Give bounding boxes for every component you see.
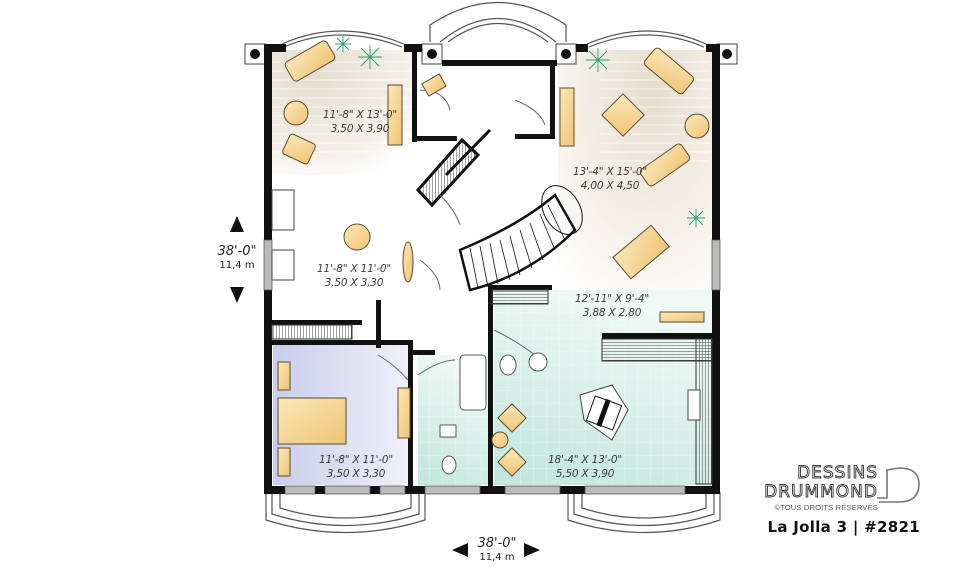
bench — [402, 241, 414, 283]
columns — [244, 43, 738, 65]
horizontal-dimension: 38'-0" 11,4 m — [462, 536, 532, 564]
room-label-family-right: 13'-4" X 15'-0" 4,00 X 4,50 — [560, 165, 660, 193]
room-imperial: 12'-11" X 9'-4" — [575, 293, 649, 305]
bath-fixtures — [439, 352, 548, 475]
room-label-living-left: 11'-8" X 13'-0" 3,50 X 3,90 — [310, 108, 410, 136]
window-segments — [263, 239, 721, 495]
sink — [271, 249, 295, 281]
vertical-dimension: 38'-0" 11,4 m — [202, 244, 272, 272]
brand-logo-text: DESSINS DRUMMOND ©TOUS DROITS RÉSERVÉS — [748, 463, 878, 512]
stairs — [415, 128, 583, 292]
dimension-metric: 11,4 m — [479, 552, 515, 563]
brand-line2: DRUMMOND — [764, 482, 878, 502]
furniture — [277, 40, 710, 477]
room-imperial: 18'-4" X 13'-0" — [548, 454, 622, 466]
room-label-bedroom: 11'-8" X 11'-0" 3,50 X 3,30 — [306, 453, 406, 481]
room-metric: 3,50 X 3,30 — [324, 277, 384, 289]
bay-windows — [265, 2, 721, 534]
room-metric: 4,00 X 4,50 — [580, 180, 640, 192]
room-imperial: 13'-4" X 15'-0" — [573, 166, 647, 178]
closet-rod — [271, 324, 353, 340]
door-swings — [377, 89, 546, 381]
dimension-imperial: 38'-0" — [217, 244, 257, 259]
plan-name: La Jolla 3 | #2821 — [767, 518, 920, 536]
room-metric: 3,50 X 3,90 — [330, 123, 390, 135]
room-label-kitchen: 18'-4" X 13'-0" 5,50 X 3,90 — [535, 453, 635, 481]
room-label-dining: 12'-11" X 9'-4" 3,88 X 2,80 — [562, 292, 662, 320]
room-imperial: 11'-8" X 11'-0" — [319, 454, 393, 466]
dimension-imperial: 38'-0" — [477, 536, 517, 551]
kitchen-counter — [579, 338, 713, 485]
brand-d-icon — [877, 467, 920, 503]
plants — [335, 36, 705, 227]
closet-shelf — [491, 289, 549, 305]
appliance — [271, 189, 295, 231]
room-label-dinette: 11'-8" X 11'-0" 3,50 X 3,30 — [304, 262, 404, 290]
brand-line1: DESSINS — [797, 463, 878, 483]
dimension-metric: 11,4 m — [219, 260, 255, 271]
dimension-arrows — [230, 216, 540, 557]
room-imperial: 11'-8" X 13'-0" — [323, 109, 397, 121]
room-imperial: 11'-8" X 11'-0" — [317, 263, 391, 275]
brand-copyright: ©TOUS DROITS RÉSERVÉS — [774, 503, 878, 512]
room-metric: 5,50 X 3,90 — [555, 468, 615, 480]
room-metric: 3,88 X 2,80 — [582, 307, 642, 319]
room-metric: 3,50 X 3,30 — [326, 468, 386, 480]
